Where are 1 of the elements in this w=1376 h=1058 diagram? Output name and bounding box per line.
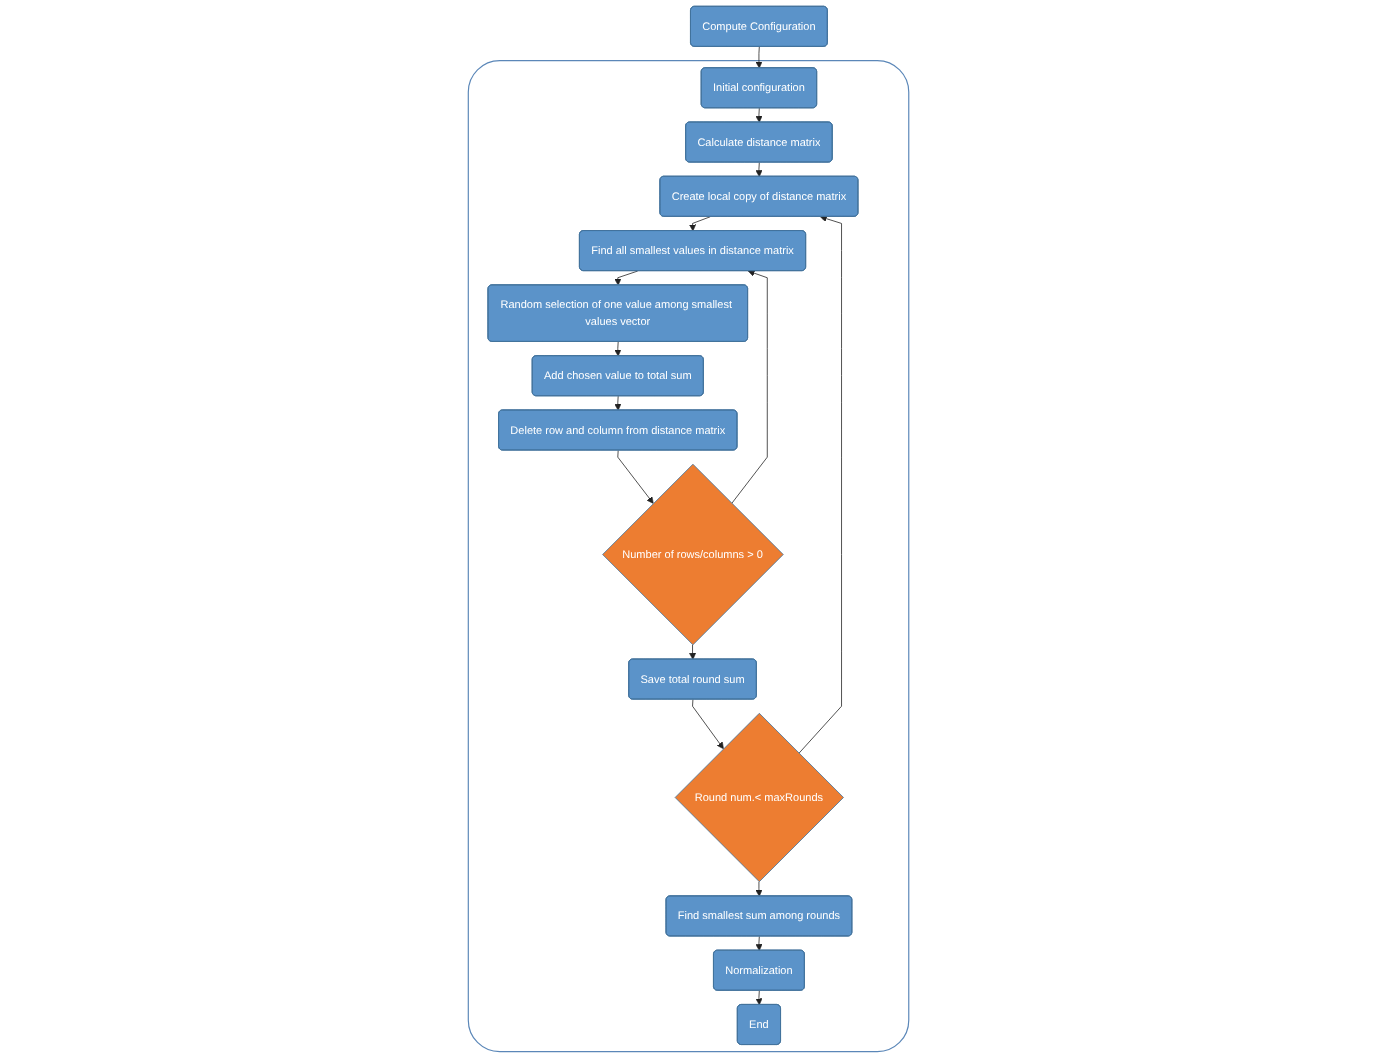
cluster xyxy=(467,60,909,1053)
